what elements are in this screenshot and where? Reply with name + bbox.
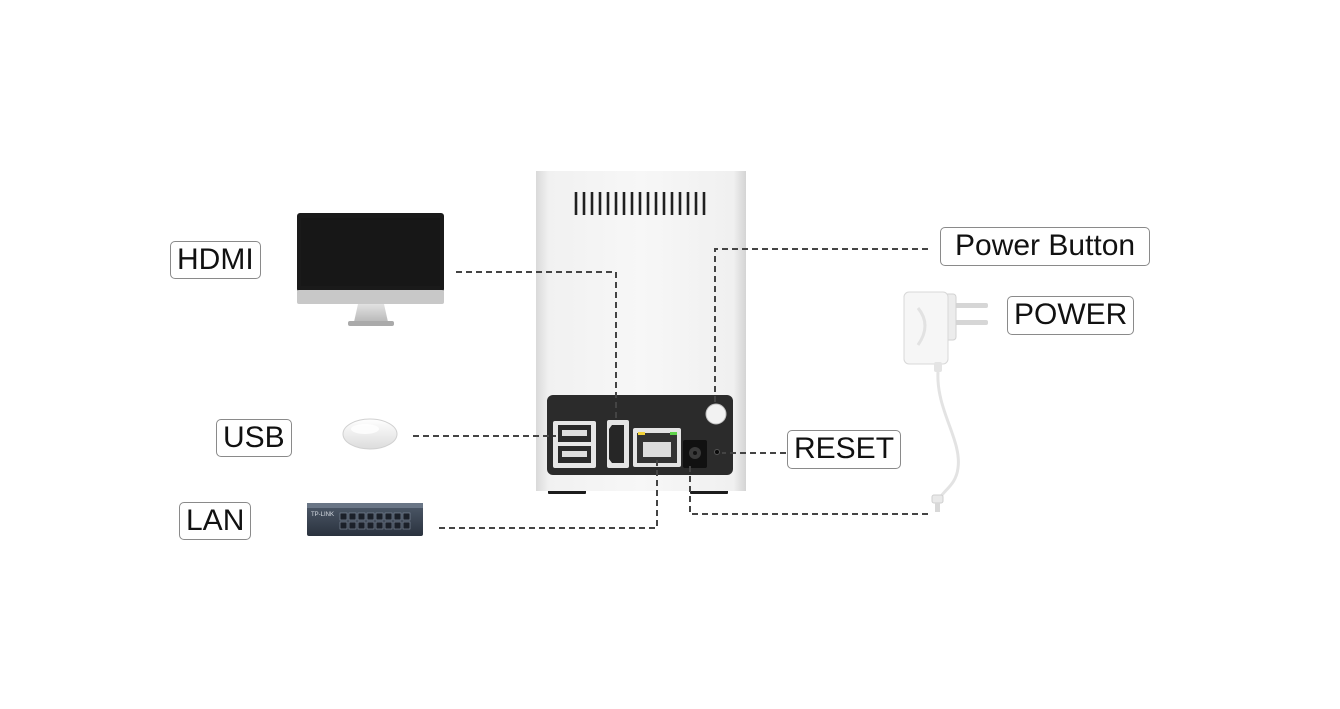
usb-port-icon <box>553 421 596 468</box>
network-switch-icon: TP-LINK <box>307 503 423 536</box>
power-connector-line <box>689 466 929 515</box>
usb-label: USB <box>216 419 292 457</box>
lan-connector-line <box>439 458 658 529</box>
dc-power-jack-icon <box>683 440 707 468</box>
power-button-label: Power Button <box>940 227 1151 266</box>
hdmi-port-icon <box>607 420 629 468</box>
vent-slots <box>574 192 706 215</box>
reset-label: RESET <box>787 430 902 469</box>
usb-device-icon <box>342 418 398 450</box>
lan-label: LAN <box>179 502 252 540</box>
hdmi-connector-line <box>456 271 617 420</box>
hdmi-label: HDMI <box>170 241 261 279</box>
switch-brand-text: TP-LINK <box>311 512 334 518</box>
power-adapter-icon <box>903 291 988 512</box>
reset-hole-icon <box>714 449 720 455</box>
power-label: POWER <box>1007 296 1135 335</box>
connector-lines <box>413 248 929 529</box>
lan-port-icon <box>633 428 681 467</box>
power-button-connector-line <box>714 248 928 404</box>
power-button-icon <box>705 403 727 425</box>
monitor-icon <box>297 213 444 326</box>
